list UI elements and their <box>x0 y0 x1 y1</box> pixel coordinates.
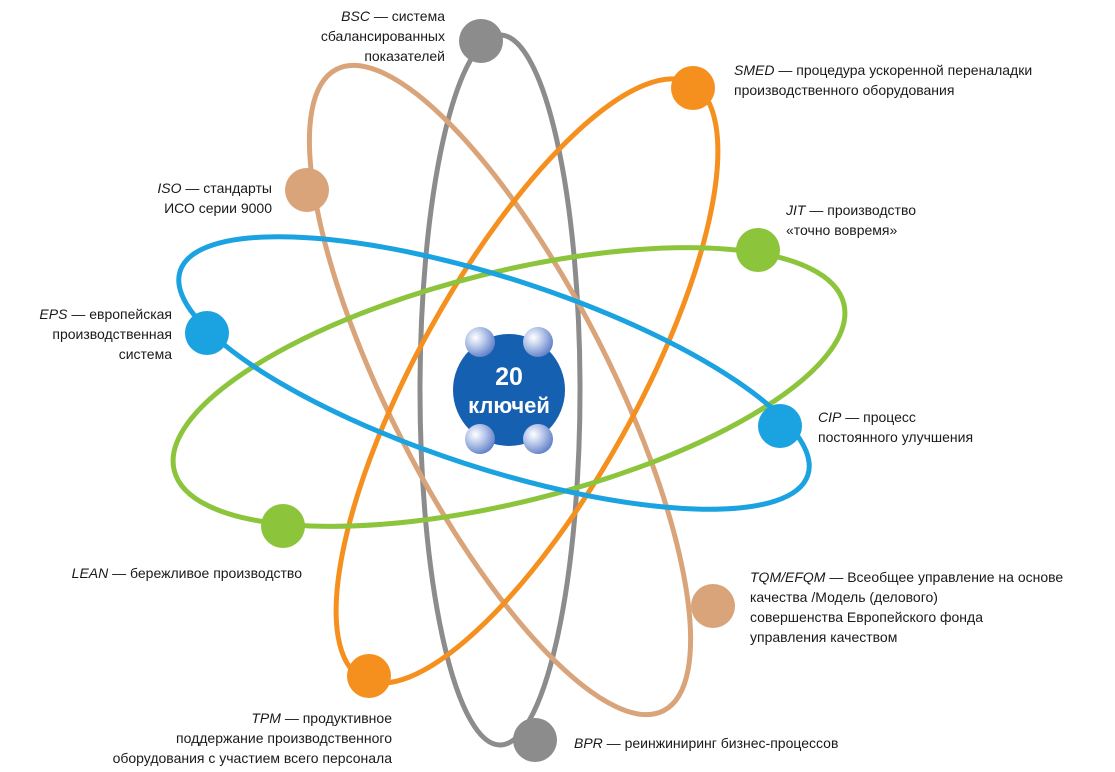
center-number: 20 <box>495 363 523 391</box>
label-lean-abbr: LEAN <box>71 565 109 581</box>
label-tqm: TQM/EFQM — Всеобщее управление на основе… <box>750 567 1112 647</box>
node-tpm <box>347 654 391 698</box>
orbit-blue <box>176 234 812 512</box>
label-smed-line2: производственного оборудования <box>734 82 955 98</box>
center-sphere-bl <box>465 424 495 454</box>
label-eps: EPS — европейская производственная систе… <box>4 304 172 364</box>
center-sphere-br <box>523 424 553 454</box>
label-tqm-text: — Всеобщее управление на основе <box>825 569 1064 585</box>
label-iso-line2: ИСО серии 9000 <box>164 200 272 216</box>
node-tqm <box>691 584 735 628</box>
center-sphere-tl <box>465 327 495 357</box>
label-tpm-line2: поддержание производственного <box>176 730 392 746</box>
label-tqm-line3: совершенства Европейского фонда <box>750 609 983 625</box>
label-cip-line2: постоянного улучшения <box>818 429 974 445</box>
label-eps-abbr: EPS <box>39 306 68 322</box>
center-word: ключей <box>468 393 550 418</box>
label-iso-text: — стандарты <box>181 180 272 196</box>
label-cip-abbr: CIP <box>818 409 842 425</box>
label-cip: CIP — процесс постоянного улучшения <box>818 407 1038 447</box>
label-tpm-line3: оборудования с участием всего персонала <box>112 750 392 766</box>
label-smed: SMED — процедура ускоренной переналадки … <box>734 60 1104 100</box>
center-sphere-tr <box>523 327 553 357</box>
label-cip-text: — процесс <box>841 409 916 425</box>
label-tqm-line4: управления качеством <box>750 629 898 645</box>
label-jit-text: — производство <box>805 202 917 218</box>
label-bpr-abbr: BPR <box>574 735 603 751</box>
label-eps-text: — европейская <box>67 306 172 322</box>
label-tpm-abbr: TPM <box>251 710 281 726</box>
label-bsc-line3: показателей <box>364 48 445 64</box>
label-iso-abbr: ISO <box>157 180 182 196</box>
node-bpr <box>513 718 557 762</box>
node-jit <box>736 228 780 272</box>
label-iso: ISO — стандарты ИСО серии 9000 <box>90 178 272 218</box>
label-jit: JIT — производство «точно вовремя» <box>786 200 1026 240</box>
center-core <box>453 334 565 446</box>
label-smed-abbr: SMED <box>734 62 775 78</box>
node-cip <box>758 404 802 448</box>
label-tpm: TPM — продуктивное поддержание производс… <box>40 708 392 768</box>
label-bsc: BSC — система сбалансированных показател… <box>255 6 445 66</box>
label-tqm-line2: качества /Модель (делового) <box>750 589 938 605</box>
label-lean: LEAN — бережливое производство <box>20 563 302 583</box>
label-tpm-text: — продуктивное <box>280 710 392 726</box>
label-smed-text: — процедура ускоренной переналадки <box>774 62 1033 78</box>
node-bsc <box>459 19 503 63</box>
label-bpr: BPR — реинжиниринг бизнес-процессов <box>574 733 934 753</box>
label-bsc-line2: сбалансированных <box>320 28 445 44</box>
node-eps <box>185 311 229 355</box>
label-bsc-text: — система <box>369 8 445 24</box>
label-eps-line2: производственная <box>52 326 172 342</box>
node-iso <box>285 168 329 212</box>
label-eps-line3: система <box>118 346 172 362</box>
label-lean-text: — бережливое производство <box>108 565 302 581</box>
node-lean <box>261 504 305 548</box>
node-smed <box>671 66 715 110</box>
label-jit-line2: «точно вовремя» <box>786 222 898 238</box>
label-jit-abbr: JIT <box>786 202 806 218</box>
label-bpr-text: — реинжиниринг бизнес-процессов <box>602 735 839 751</box>
label-bsc-abbr: BSC <box>341 8 370 24</box>
orbit-green <box>170 245 848 529</box>
label-tqm-abbr: TQM/EFQM <box>750 569 826 585</box>
